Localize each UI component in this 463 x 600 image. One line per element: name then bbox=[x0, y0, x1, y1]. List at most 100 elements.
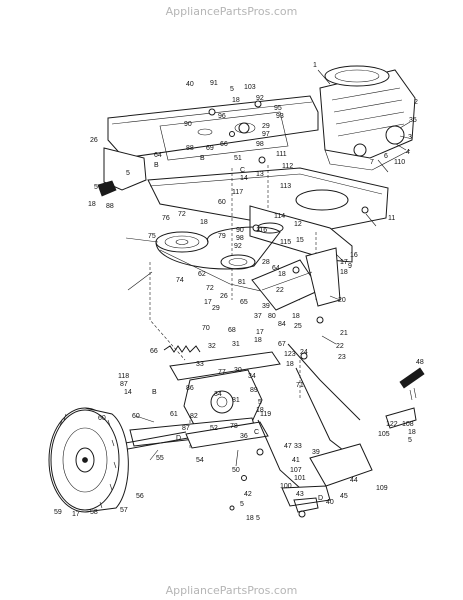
callout-label: C bbox=[254, 429, 259, 436]
callout-label: 72 bbox=[178, 211, 186, 218]
callout-label: 14 bbox=[240, 175, 248, 182]
callout-label: 87 bbox=[120, 381, 128, 388]
spring bbox=[163, 345, 201, 353]
callout-label: 17 bbox=[256, 329, 264, 336]
callout-label: 9 bbox=[348, 263, 352, 270]
callout-label: 43 bbox=[296, 491, 304, 498]
callout-label: 77 bbox=[218, 369, 226, 376]
callout-label: 108 bbox=[402, 421, 414, 428]
callout-label: 21 bbox=[340, 330, 348, 337]
callout-label: 92 bbox=[234, 243, 242, 250]
callout-label: 18 bbox=[232, 97, 240, 104]
callout-label: 64 bbox=[272, 265, 280, 272]
callout-label: 111 bbox=[276, 151, 287, 158]
callout-label: 119 bbox=[260, 411, 271, 418]
callout-label: 87 bbox=[182, 425, 190, 432]
callout-label: 122 bbox=[386, 421, 398, 428]
callout-label: 29 bbox=[262, 123, 270, 130]
callout-label: 64 bbox=[154, 152, 162, 159]
callout-label: 66 bbox=[150, 348, 158, 355]
callout-label: B bbox=[154, 162, 159, 169]
callout-label: 60 bbox=[218, 199, 226, 206]
callout-label: 82 bbox=[190, 413, 198, 420]
callout-labels: 1 35 3 4 6 7 110 2 40 91 5 103 92 95 93 … bbox=[54, 62, 424, 522]
callout-label: 44 bbox=[350, 477, 358, 484]
callout-label: 98 bbox=[236, 235, 244, 242]
callout-label: 115 bbox=[280, 239, 291, 246]
callout-label: 61 bbox=[170, 411, 178, 418]
callout-label: 48 bbox=[416, 359, 424, 366]
callout-label: 33 bbox=[294, 443, 302, 450]
callout-label: 17 bbox=[340, 259, 348, 266]
callout-label: 57 bbox=[120, 507, 128, 514]
callout-label: 88 bbox=[106, 203, 114, 210]
callout-label: 118 bbox=[118, 373, 129, 380]
callout-label: 5 bbox=[230, 86, 234, 93]
callout-label: 39 bbox=[312, 449, 320, 456]
callout-label: 90 bbox=[236, 227, 244, 234]
callout-label: 79 bbox=[218, 233, 226, 240]
callout-label: 105 bbox=[378, 431, 390, 438]
callout-label: 103 bbox=[244, 84, 256, 91]
callout-label: 88 bbox=[186, 145, 194, 152]
callout-label: 90 bbox=[184, 121, 192, 128]
callout-label: 7 bbox=[370, 159, 374, 166]
callout-label: 16 bbox=[350, 252, 358, 259]
callout-label: 81 bbox=[238, 279, 246, 286]
callout-label: 113 bbox=[280, 183, 291, 190]
callout-label: 36 bbox=[240, 433, 248, 440]
callout-label: 76 bbox=[162, 215, 170, 222]
callout-label: 18 bbox=[200, 219, 208, 226]
callout-label: 92 bbox=[256, 95, 264, 102]
callout-label: 5 bbox=[256, 515, 260, 522]
transaxle bbox=[129, 351, 281, 449]
callout-label: 31 bbox=[232, 341, 240, 348]
callout-label: 11 bbox=[388, 215, 395, 222]
callout-label: 37 bbox=[254, 313, 262, 320]
callout-label: 55 bbox=[156, 455, 164, 462]
callout-label: 34 bbox=[248, 373, 256, 380]
callout-label: 33 bbox=[196, 361, 204, 368]
callout-label: 89 bbox=[250, 387, 258, 394]
callout-label: 107 bbox=[290, 467, 302, 474]
callout-label: 14 bbox=[124, 389, 132, 396]
callout-label: 28 bbox=[262, 259, 270, 266]
callout-label: 22 bbox=[336, 343, 344, 350]
callout-label: 1 bbox=[313, 62, 317, 69]
callout-label: 56 bbox=[136, 493, 144, 500]
callout-label: 52 bbox=[210, 425, 218, 432]
callout-label: 81 bbox=[232, 397, 240, 404]
callout-label: 30 bbox=[234, 367, 242, 374]
callout-label: 62 bbox=[198, 271, 206, 278]
callout-label: 17 bbox=[204, 299, 212, 306]
callout-label: 96 bbox=[218, 113, 226, 120]
callout-label: 41 bbox=[292, 457, 300, 464]
callout-label: 71 bbox=[296, 382, 304, 389]
callout-label: 93 bbox=[276, 113, 284, 120]
callout-label: 12 bbox=[294, 221, 302, 228]
callout-label: 69 bbox=[206, 145, 214, 152]
callout-label: 18 bbox=[286, 361, 294, 368]
callout-label: 112 bbox=[282, 163, 293, 170]
callout-label: 5 bbox=[258, 399, 262, 406]
callout-label: 3 bbox=[408, 134, 412, 141]
callout-label: 22 bbox=[276, 287, 284, 294]
idler-bracket bbox=[251, 247, 341, 311]
callout-label: 95 bbox=[274, 105, 282, 112]
callout-label: 110 bbox=[394, 159, 405, 166]
callout-label: 66 bbox=[220, 141, 228, 148]
callout-label: 18 bbox=[254, 337, 262, 344]
watermark-bottom: AppliancePartsPros.com bbox=[165, 584, 298, 597]
callout-label: 59 bbox=[54, 509, 62, 516]
callout-label: 70 bbox=[202, 325, 210, 332]
callout-label: 100 bbox=[280, 483, 292, 490]
callout-label: 20 bbox=[338, 297, 346, 304]
callout-label: 101 bbox=[294, 475, 306, 482]
callout-label: 15 bbox=[296, 237, 304, 244]
callout-label: 65 bbox=[240, 299, 248, 306]
callout-label: 97 bbox=[262, 131, 270, 138]
callout-label: 34 bbox=[214, 391, 222, 398]
callout-label: 5 bbox=[126, 170, 130, 177]
left-bracket bbox=[97, 147, 147, 197]
engine-assembly bbox=[319, 65, 416, 171]
